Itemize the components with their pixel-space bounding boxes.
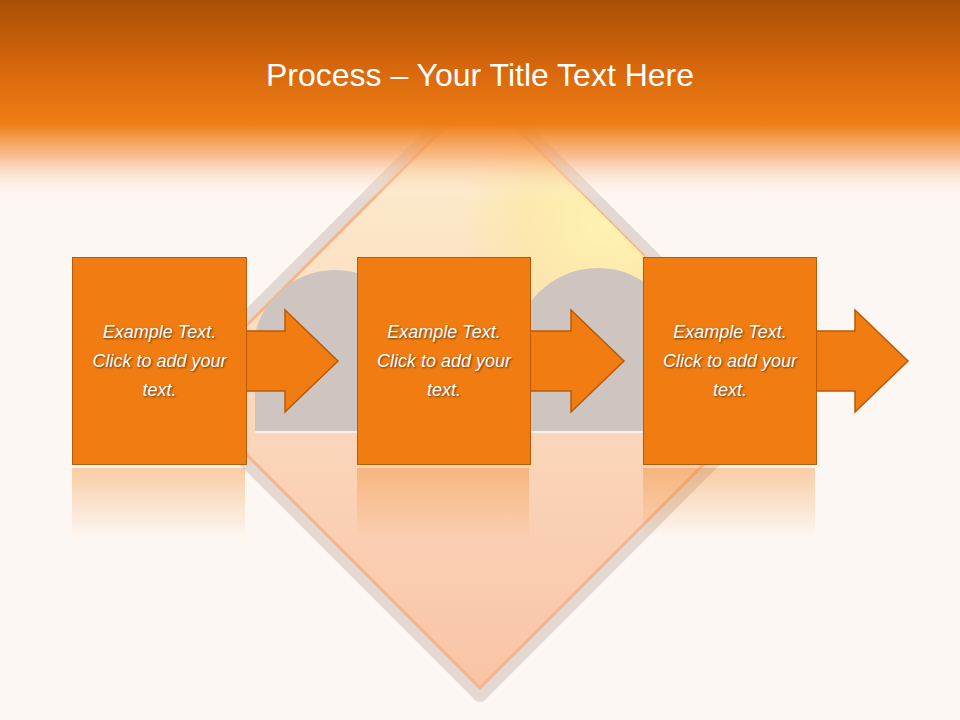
box-text: Example Text. Click to add your text.	[372, 318, 516, 405]
box-reflection	[357, 468, 529, 538]
box-text: Example Text. Click to add your text.	[87, 318, 232, 405]
box-reflection	[643, 468, 815, 538]
slide-title: Process – Your Title Text Here	[0, 53, 960, 97]
process-box: Example Text. Click to add your text.	[72, 257, 247, 465]
header-band	[0, 0, 960, 200]
process-arrow	[245, 310, 338, 412]
process-arrow	[529, 310, 624, 412]
reflections	[72, 468, 815, 538]
box-reflection	[72, 468, 245, 538]
process-box: Example Text. Click to add your text.	[357, 257, 531, 465]
process-arrow	[814, 310, 908, 412]
process-box: Example Text. Click to add your text.	[643, 257, 817, 465]
box-text: Example Text. Click to add your text.	[658, 318, 802, 405]
